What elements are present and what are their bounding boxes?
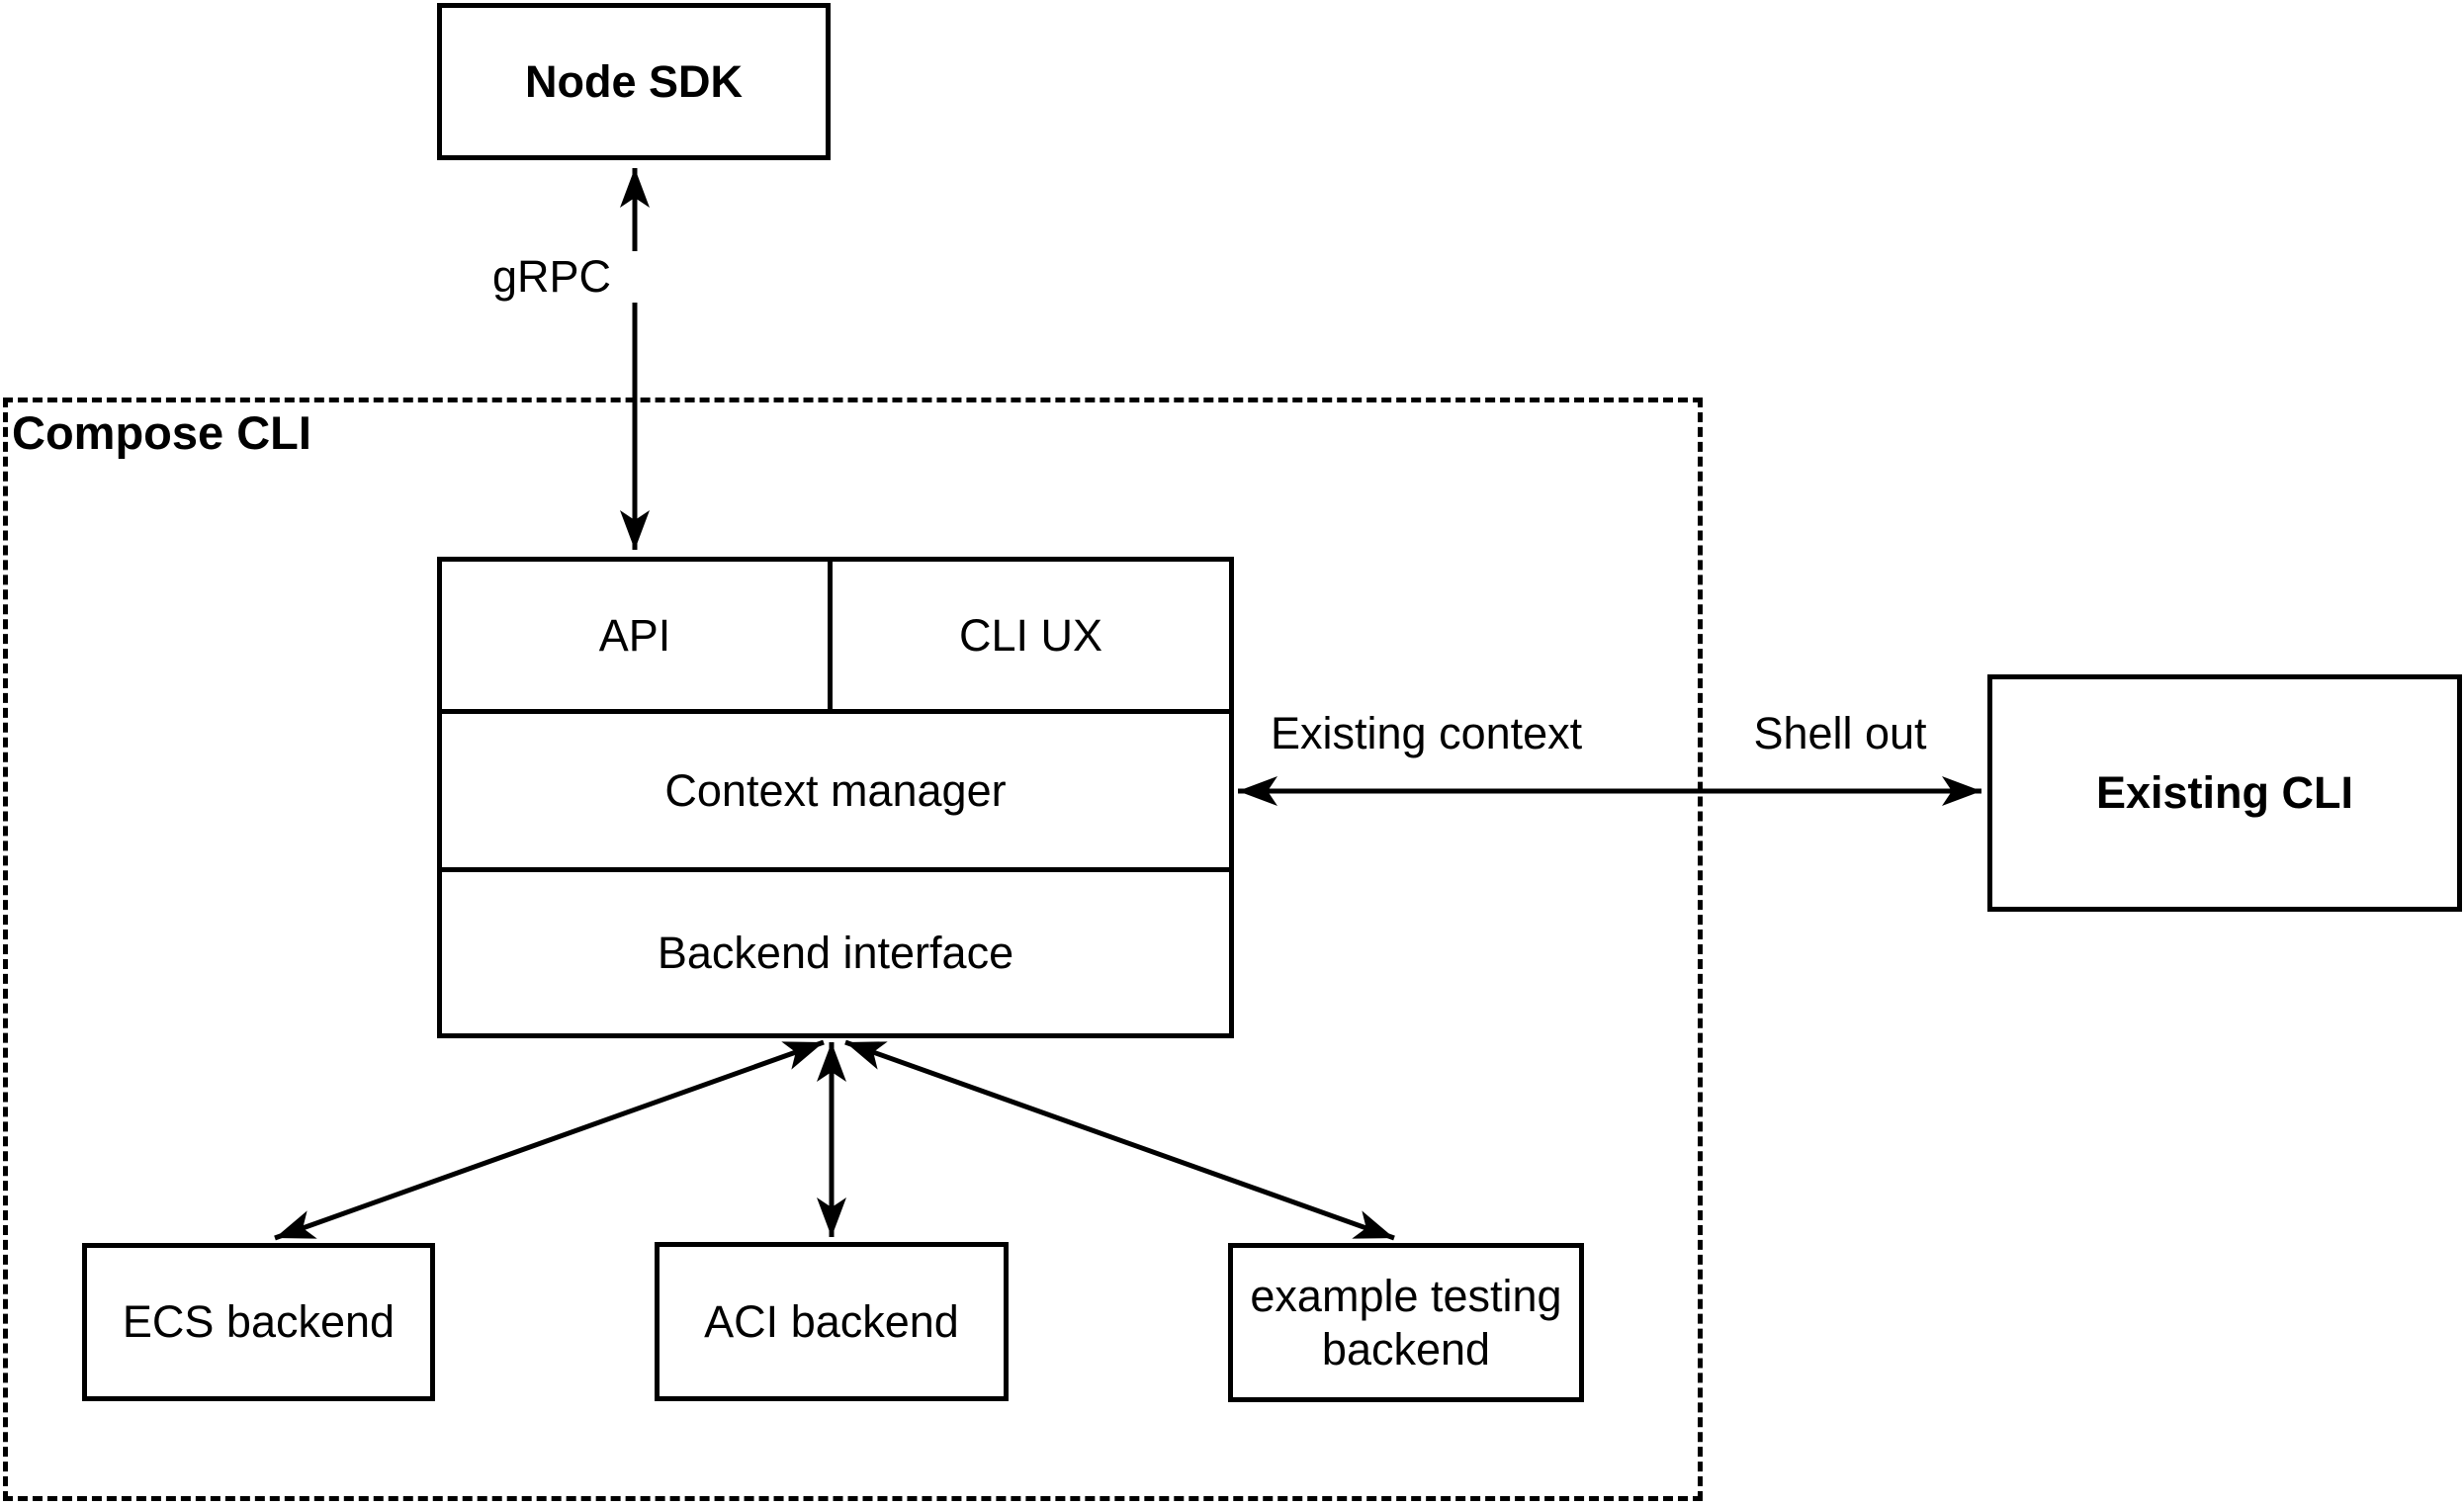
node-aci-backend: ACI backend [655,1242,1009,1401]
node-cli-ux: CLI UX [833,562,1229,709]
node-backend-interface: Backend interface [442,872,1229,1033]
compose-cli-container-label: Compose CLI [12,406,311,459]
api-label: API [598,609,671,661]
edge-label-grpc: gRPC [453,251,651,303]
node-api: API [442,562,833,709]
node-example-testing-backend: example testing backend [1228,1243,1584,1402]
stack-top-row: API CLI UX [442,562,1229,714]
node-existing-cli: Existing CLI [1987,674,2462,912]
context-manager-label: Context manager [664,764,1007,816]
node-ecs-backend: ECS backend [82,1243,435,1401]
edge-label-shell-out: Shell out [1721,708,1959,759]
node-node-sdk: Node SDK [437,3,831,160]
ecs-backend-label: ECS backend [122,1296,396,1347]
node-context-manager: Context manager [442,714,1229,872]
existing-cli-label: Existing CLI [2095,767,2354,818]
example-testing-backend-label: example testing backend [1250,1270,1562,1374]
node-compose-cli-stack: API CLI UX Context manager Backend inter… [437,557,1234,1038]
cli-ux-label: CLI UX [958,609,1103,661]
node-sdk-label: Node SDK [524,55,743,107]
backend-interface-label: Backend interface [657,927,1014,978]
edge-label-existing-context: Existing context [1271,708,1583,759]
compose-cli-container [3,398,1703,1501]
aci-backend-label: ACI backend [704,1295,959,1347]
